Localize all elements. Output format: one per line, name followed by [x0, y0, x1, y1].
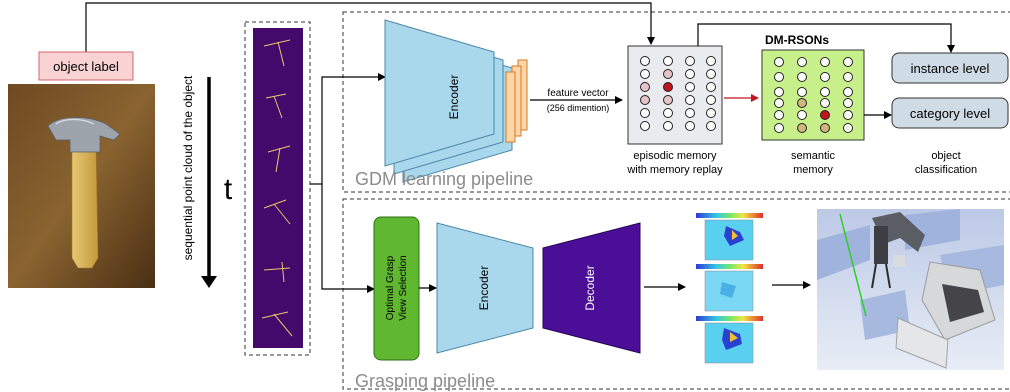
selection-label-2: View Selection: [398, 255, 409, 320]
dm-rsons-label: DM-RSONs: [765, 33, 829, 47]
episodic-to-instance-arrow: [697, 23, 955, 53]
episodic-memory-neurons: [640, 56, 716, 131]
grasp-decoder-label: Decoder: [583, 265, 597, 310]
instance-level-box: [891, 52, 1009, 84]
hammer-image: [8, 84, 155, 288]
gdm-encoder-label: Encoder: [447, 75, 461, 120]
feature-vector-label: feature vector: [547, 88, 609, 99]
grasp-view-selection-box: [373, 216, 420, 361]
episodic-caption-2: with memory replay: [626, 164, 723, 176]
classification-caption-2: classification: [915, 164, 977, 176]
time-axis-label: t: [224, 173, 233, 206]
instance-level-text: instance level: [911, 61, 990, 76]
episodic-caption-1: episodic memory: [633, 150, 717, 162]
semantic-caption-1: semantic: [791, 150, 836, 162]
semantic-memory-neurons: [774, 57, 853, 133]
category-level-text: category level: [910, 106, 990, 121]
gdm-pipeline-title: GDM learning pipeline: [355, 169, 533, 189]
feature-dim-label: (256 dimention): [547, 103, 610, 113]
object-label-box: [38, 51, 134, 81]
grasping-pipeline-title: Grasping pipeline: [355, 371, 495, 391]
grasping-pipeline-frame: [342, 198, 1010, 390]
object-label-text: object label: [53, 59, 119, 74]
point-cloud-frames: [261, 39, 293, 337]
point-cloud-strip: [253, 28, 303, 348]
feature-vector-block: [505, 59, 528, 143]
label-to-memory-arrow: [85, 2, 655, 52]
sequence-caption: sequential point cloud of the object: [181, 75, 195, 260]
gdm-pipeline-frame: [342, 11, 1010, 193]
robot-scene-image: [817, 209, 1004, 370]
grasp-decoder: [542, 222, 641, 354]
grasp-encoder: [436, 222, 534, 354]
to-gdm-arrow: [321, 73, 386, 184]
semantic-caption-2: memory: [793, 164, 833, 176]
sequence-frame: [244, 21, 311, 356]
grasp-encoder-label: Encoder: [477, 266, 491, 311]
selection-label-1: Optimal Grasp: [385, 255, 396, 320]
to-grasp-arrow: [321, 184, 375, 293]
grasp-output-maps: [696, 213, 763, 364]
classification-caption-1: object: [931, 150, 960, 162]
category-level-box: [891, 97, 1009, 129]
gdm-encoder: [384, 19, 513, 183]
